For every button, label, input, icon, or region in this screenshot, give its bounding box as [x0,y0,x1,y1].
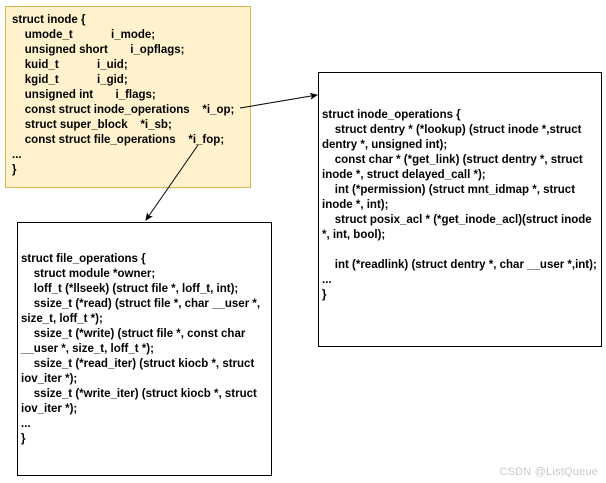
inode-line: unsigned short i_opflags; [12,44,185,56]
inode-line: const struct file_operations *i_fop; [12,134,225,146]
file-operations-line: loff_t (*llseek) (struct file *, loff_t,… [21,283,239,295]
struct-inode-operations-box: struct inode_operations { struct dentry … [318,72,602,347]
file-operations-line: struct file_operations { [21,253,146,265]
inode-line: } [12,164,17,176]
struct-inode-box: struct inode { umode_t i_mode; unsigned … [5,6,251,188]
inode-line: kgid_t i_gid; [12,74,128,86]
inode-line: struct inode { [12,14,86,26]
inode-line: unsigned int i_flags; [12,89,156,101]
inode-line: kuid_t i_uid; [12,59,128,71]
inode-line: struct super_block *i_sb; [12,119,172,131]
file-operations-line: } [21,433,26,445]
inode-line: ... [12,149,22,161]
struct-file-operations-box: struct file_operations { struct module *… [17,222,272,476]
inode-line: const struct inode_operations *i_op; [12,104,235,116]
inode-operations-line: struct inode_operations { [322,109,461,121]
inode-operations-line: const char * (*get_link) (struct dentry … [322,154,586,181]
file-operations-line: ssize_t (*read_iter) (struct kiocb *, st… [21,358,258,385]
inode-line: umode_t i_mode; [12,29,156,41]
inode-operations-line: } [322,289,327,301]
inode-operations-line: ... [322,274,332,286]
file-operations-line: struct module *owner; [21,268,156,280]
inode-operations-line: struct posix_acl * (*get_inode_acl)(stru… [322,214,595,241]
file-operations-line: ... [21,418,31,430]
file-operations-line: ssize_t (*write) (struct file *, const c… [21,328,249,355]
inode-operations-line: int (*readlink) (struct dentry *, char _… [322,259,597,271]
inode-operations-line [322,243,598,258]
inode-operations-line: int (*permission) (struct mnt_idmap *, s… [322,184,579,211]
arrow-i-op-to-inode-operations [239,92,318,109]
inode-operations-line: struct dentry * (*lookup) (struct inode … [322,124,585,151]
csdn-watermark: CSDN @ListQueue [499,466,598,478]
file-operations-line: ssize_t (*write_iter) (struct kiocb *, s… [21,388,261,415]
file-operations-line: ssize_t (*read) (struct file *, char __u… [21,298,264,325]
